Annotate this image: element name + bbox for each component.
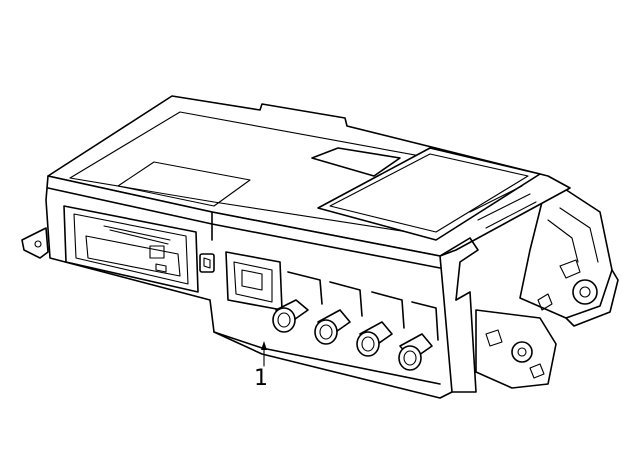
left-mounting-flange bbox=[21, 227, 49, 259]
coax-connector-3 bbox=[356, 321, 393, 357]
callout-number-1: 1 bbox=[254, 366, 268, 391]
right-mounting-bracket bbox=[519, 177, 619, 327]
front-mounting-foot bbox=[475, 309, 557, 389]
housing-top bbox=[47, 95, 571, 257]
coax-connectors bbox=[272, 271, 439, 371]
main-harness-connector bbox=[63, 205, 199, 293]
retaining-clip bbox=[199, 253, 215, 273]
signal-connector bbox=[225, 251, 283, 311]
coax-connector-4 bbox=[398, 333, 433, 371]
coax-connector-2 bbox=[314, 309, 351, 345]
coax-connector-1 bbox=[272, 299, 309, 333]
callout-1-leader bbox=[261, 341, 267, 367]
